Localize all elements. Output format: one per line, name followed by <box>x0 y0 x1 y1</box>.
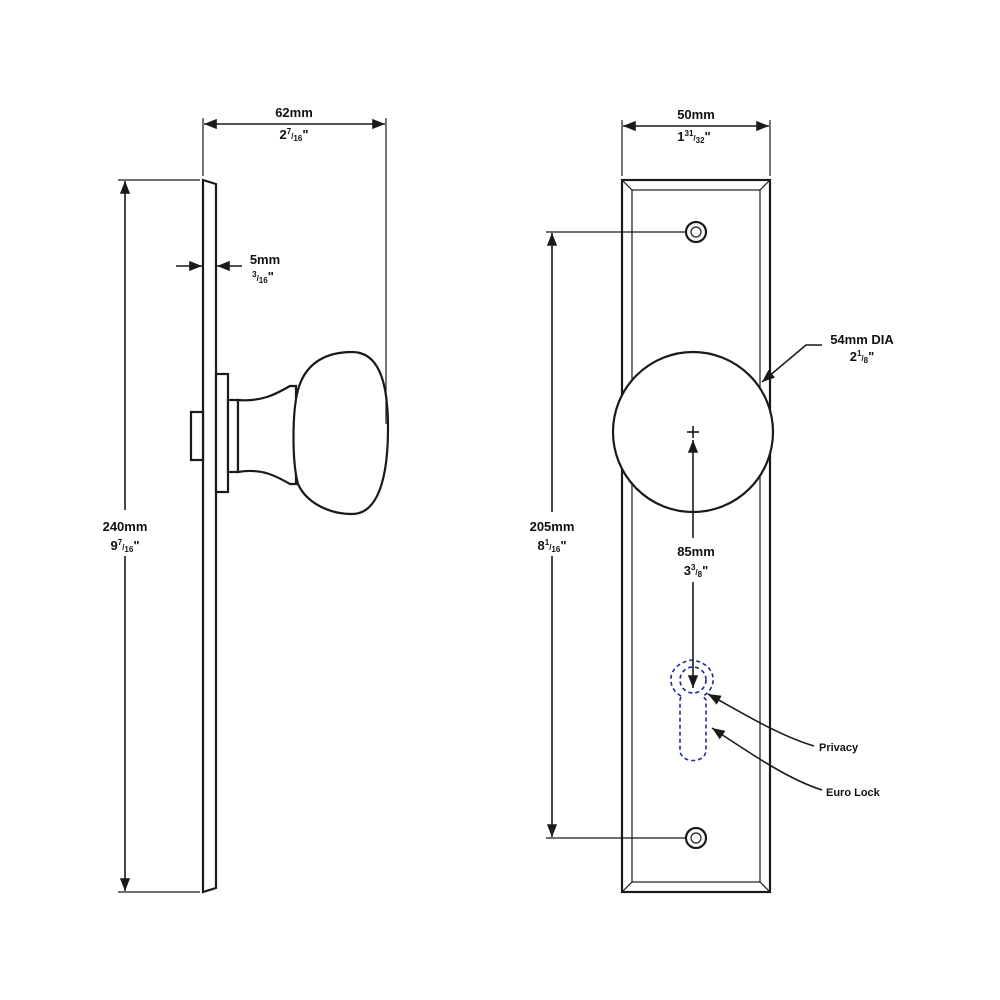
height-dim-metric: 240mm <box>103 519 148 534</box>
privacy-leader <box>707 693 815 747</box>
backplate-outer <box>620 178 772 894</box>
screw-hole-bottom <box>684 826 708 850</box>
backset-dim-metric: 85mm <box>677 544 715 559</box>
screw-hole-top <box>684 220 708 244</box>
knob-dia-imperial: 21/8" <box>850 349 875 365</box>
backset-dim-imperial: 33/8" <box>684 563 709 579</box>
euro-lock-cutout <box>670 659 714 762</box>
bevel-corner-tl <box>621 179 633 191</box>
euro-lock-leader <box>711 727 823 791</box>
hole-dim-metric: 205mm <box>530 519 575 534</box>
turn-stub <box>189 410 205 462</box>
privacy-label: Privacy <box>819 742 859 754</box>
knob-dia-leader <box>761 344 822 383</box>
knob-head <box>292 350 390 516</box>
height-dim-imperial: 97/16" <box>111 538 140 554</box>
front-view: 85mm 33/8" 50mm 131/32" 205mm 81/16" 54m… <box>530 107 894 894</box>
bevel-corner-tr <box>759 179 771 191</box>
width-dim-imperial: 27/16" <box>280 127 309 143</box>
bevel-corner-bl <box>621 881 633 893</box>
hole-dim-imperial: 81/16" <box>538 538 567 554</box>
thickness-dim-metric: 5mm <box>250 252 280 267</box>
euro-lock-label: Euro Lock <box>826 787 881 799</box>
privacy-cutout <box>679 666 707 694</box>
width-dim-metric: 62mm <box>275 105 313 120</box>
thickness-dim-imperial: 3/16" <box>252 269 274 285</box>
backplate-profile <box>201 178 218 894</box>
backplate-bevel <box>631 189 761 883</box>
knob-neck <box>236 384 298 486</box>
screw-hole-bottom-inner <box>690 832 702 844</box>
rose <box>214 372 230 494</box>
screw-hole-top-inner <box>690 226 702 238</box>
side-view: 62mm 27/16" 5mm 3/16" 240mm 97/16" <box>103 105 390 894</box>
bevel-corner-br <box>759 881 771 893</box>
knob-dia-metric: 54mm DIA <box>830 332 894 347</box>
knob-collar <box>226 398 240 474</box>
front-width-metric: 50mm <box>677 107 715 122</box>
front-width-imperial: 131/32" <box>677 129 710 145</box>
